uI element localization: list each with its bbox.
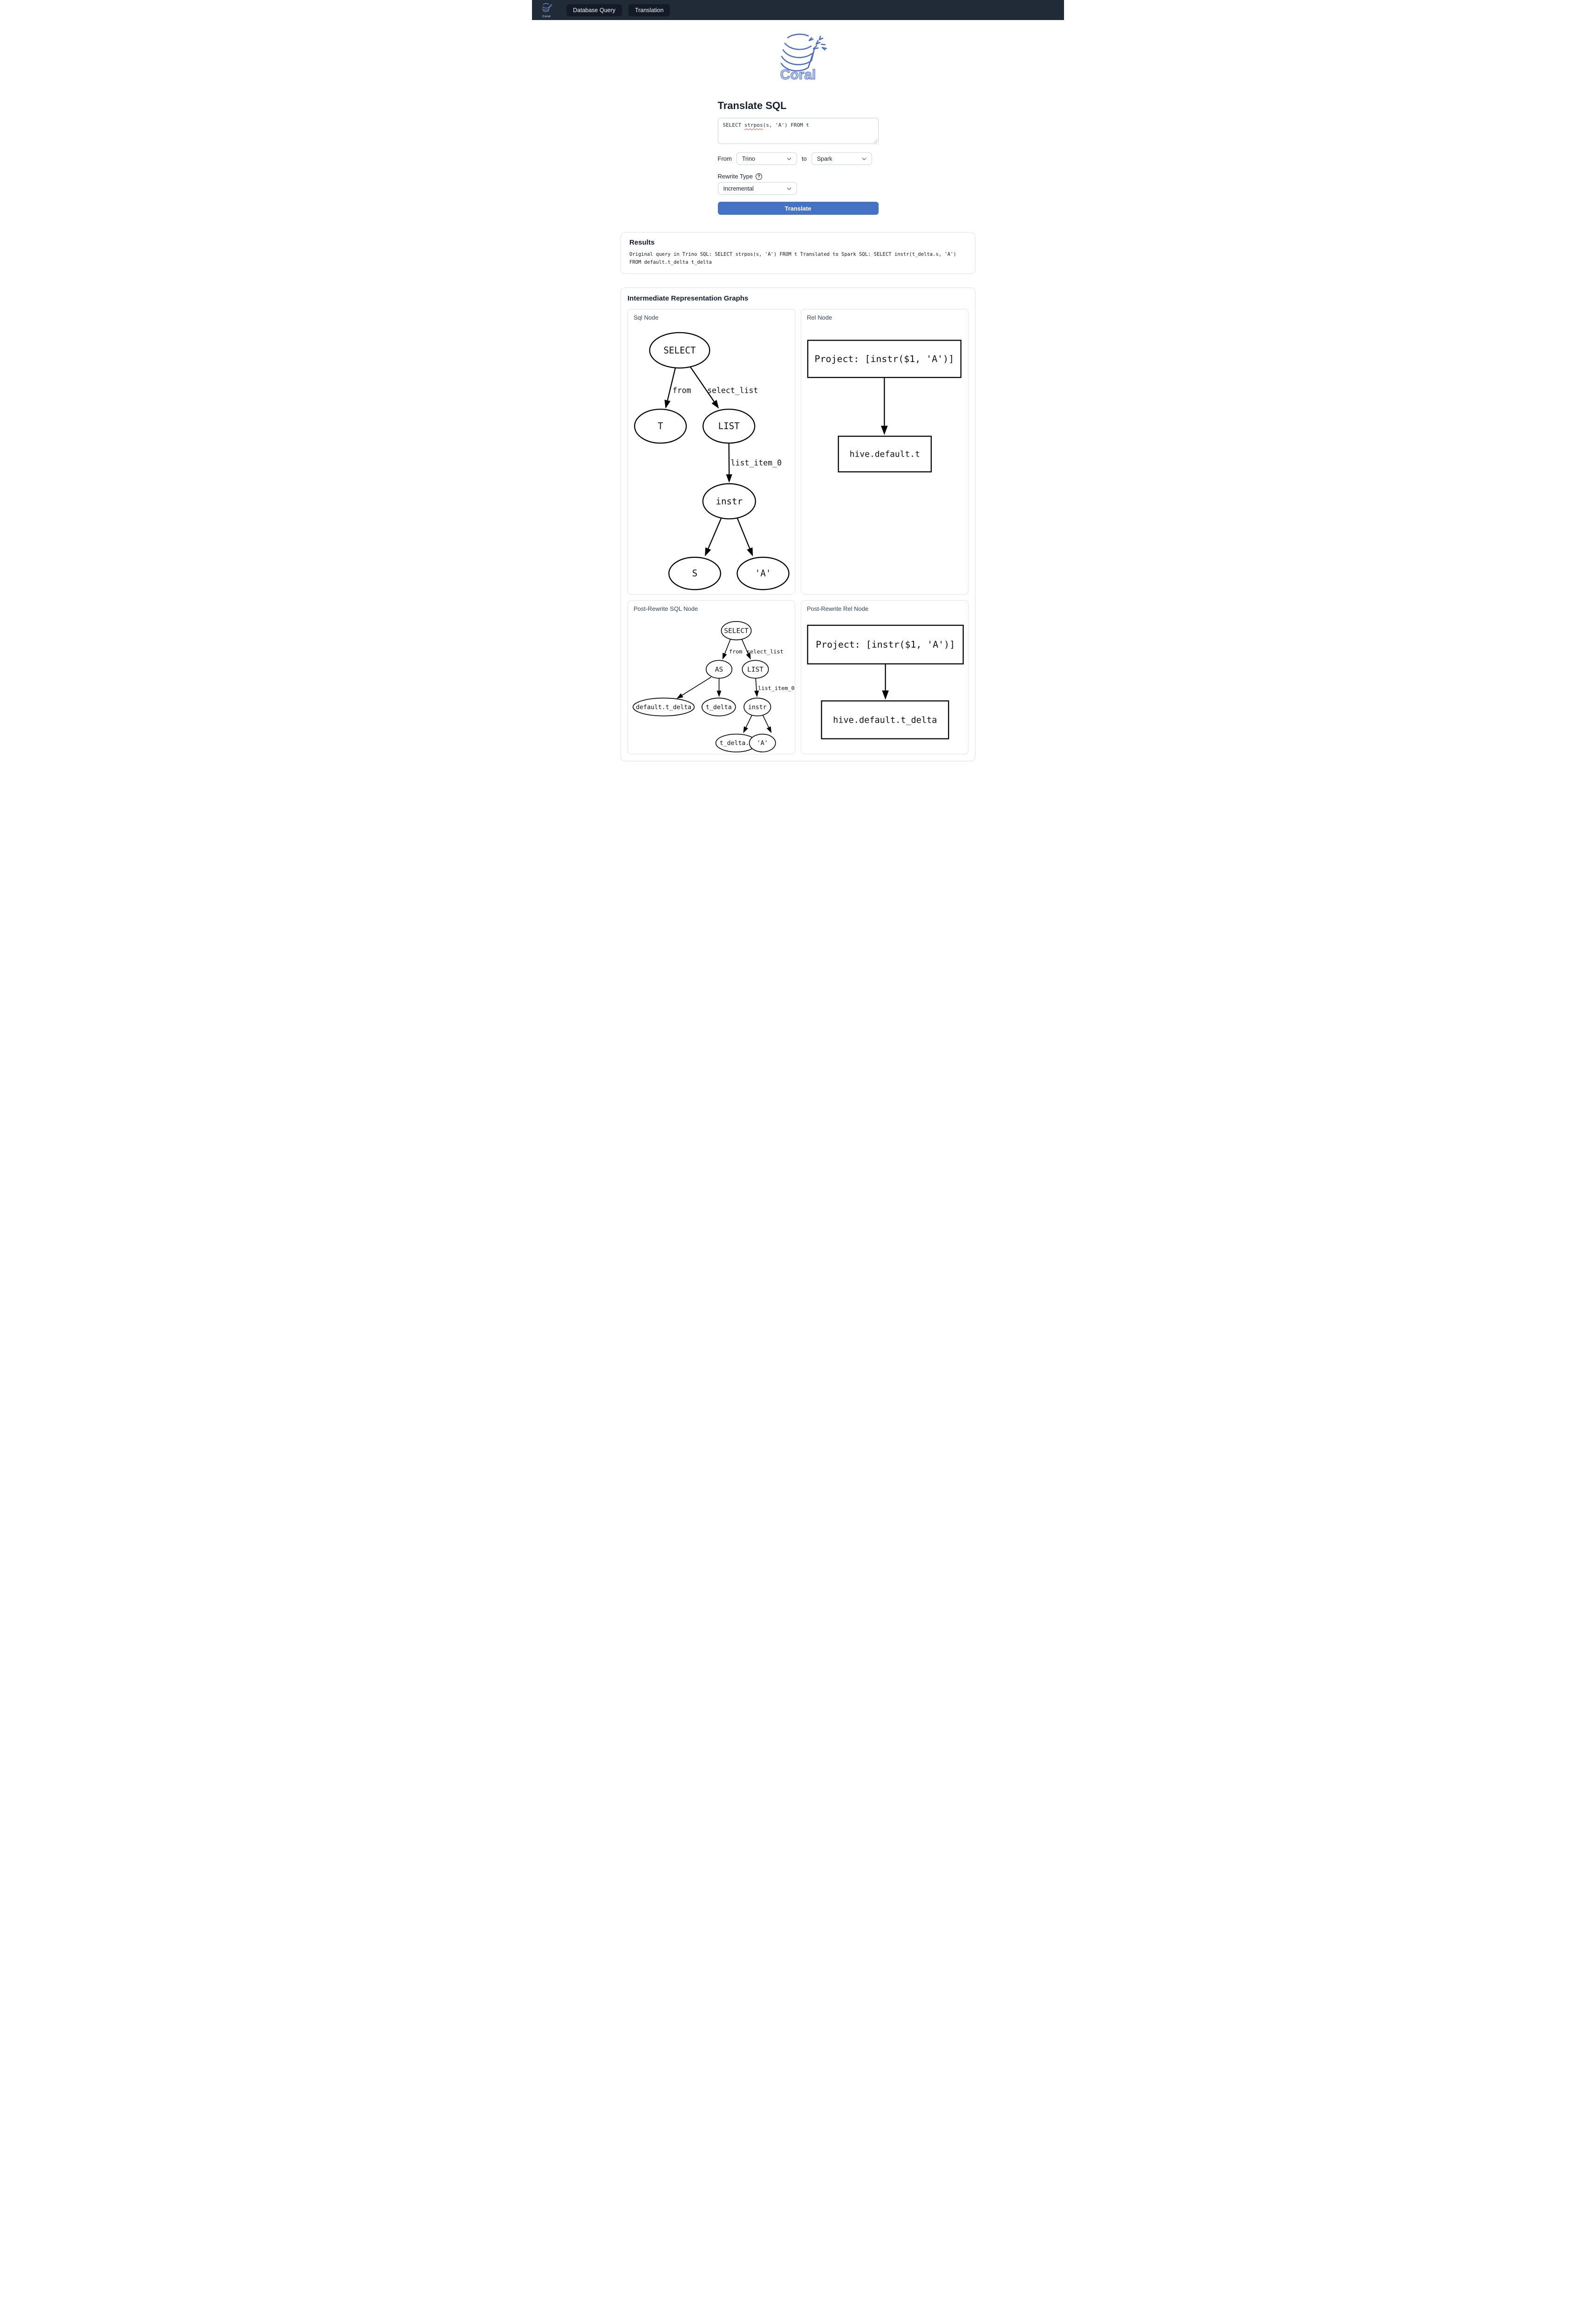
rewrite-type-row: Rewrite Type ? bbox=[718, 173, 879, 180]
svg-text:list_item_0: list_item_0 bbox=[758, 685, 795, 691]
svg-text:SELECT: SELECT bbox=[724, 627, 749, 635]
to-label: to bbox=[801, 155, 807, 162]
rel-node-graph: Project: [instr($1, 'A')] hive.default.t bbox=[801, 309, 968, 594]
nav-database-query-button[interactable]: Database Query bbox=[566, 4, 622, 16]
translate-button[interactable]: Translate bbox=[717, 202, 879, 215]
coral-logo: Coral bbox=[769, 27, 827, 85]
svg-text:from: from bbox=[729, 648, 743, 655]
navbar-brand-label: Coral bbox=[542, 14, 551, 18]
from-select-value: Trino bbox=[742, 155, 755, 162]
svg-text:instr: instr bbox=[748, 704, 767, 711]
page-title: Translate SQL bbox=[717, 100, 787, 111]
svg-text:list_item_0: list_item_0 bbox=[731, 458, 782, 467]
svg-text:Project: [instr($1, 'A')]: Project: [instr($1, 'A')] bbox=[816, 639, 955, 650]
results-text: Original query in Trino SQL: SELECT strp… bbox=[629, 252, 956, 266]
rel-node-panel: Rel Node Project: [instr($1, 'A')] hive.d… bbox=[801, 308, 969, 595]
ir-graphs-title: Intermediate Representation Graphs bbox=[627, 294, 749, 302]
post-rewrite-sql-node-panel-title: Post-Rewrite SQL Node bbox=[634, 605, 698, 612]
sql-node-panel: Sql Node from select_list list_item_0 SELEC… bbox=[627, 308, 795, 595]
to-select[interactable]: Spark bbox=[811, 152, 872, 165]
svg-text:SELECT: SELECT bbox=[663, 345, 696, 356]
navbar: Coral Database Query Translation bbox=[532, 0, 1064, 20]
help-icon[interactable]: ? bbox=[756, 173, 763, 180]
rel-node-panel-title: Rel Node bbox=[807, 314, 832, 321]
coral-swirl-icon bbox=[540, 2, 552, 16]
rewrite-type-select[interactable]: Incremental bbox=[717, 182, 797, 195]
sql-text-prefix: SELECT bbox=[723, 122, 744, 128]
chevron-down-icon bbox=[787, 157, 791, 160]
nav-translation-button[interactable]: Translation bbox=[628, 4, 670, 16]
to-select-value: Spark bbox=[817, 155, 832, 162]
results-card: Results Original query in Trino SQL: SEL… bbox=[621, 232, 975, 274]
logo-container: Coral bbox=[532, 27, 1064, 85]
from-label: From bbox=[717, 155, 732, 162]
post-rewrite-rel-node-graph: Project: [instr($1, 'A')] hive.default.t_… bbox=[801, 601, 968, 754]
svg-text:LIST: LIST bbox=[718, 421, 740, 431]
post-rewrite-rel-node-panel-title: Post-Rewrite Rel Node bbox=[807, 605, 869, 612]
svg-text:from: from bbox=[673, 386, 691, 395]
logo-wordmark: Coral bbox=[780, 67, 816, 82]
from-to-row: From Trino to Spark bbox=[718, 152, 879, 165]
chevron-down-icon bbox=[787, 187, 791, 190]
navbar-coral-logo: Coral bbox=[539, 2, 554, 18]
sql-node-panel-title: Sql Node bbox=[634, 314, 659, 321]
rewrite-type-value: Incremental bbox=[723, 185, 754, 192]
ir-graphs-card: Intermediate Representation Graphs Sql N… bbox=[621, 287, 975, 761]
svg-text:Project: [instr($1, 'A')]: Project: [instr($1, 'A')] bbox=[815, 354, 955, 364]
page: Coral Database Query Translation Coral bbox=[532, 0, 1064, 761]
svg-text:'A': 'A' bbox=[755, 568, 771, 579]
translate-form: Translate SQL SELECT strpos(s, 'A') FROM… bbox=[717, 100, 879, 215]
from-select[interactable]: Trino bbox=[736, 152, 797, 165]
svg-text:t_delta: t_delta bbox=[706, 704, 732, 711]
rewrite-type-label: Rewrite Type bbox=[717, 173, 753, 180]
post-rewrite-rel-node-panel: Post-Rewrite Rel Node Project: [instr($1… bbox=[801, 600, 969, 754]
svg-text:t_delta.s: t_delta.s bbox=[720, 740, 753, 747]
svg-text:S: S bbox=[692, 568, 698, 579]
post-rewrite-sql-node-graph: from select_list list_item_0 SELECT AS LIST de… bbox=[628, 601, 795, 754]
chevron-down-icon bbox=[862, 157, 866, 160]
sql-text-misspelled: strpos bbox=[744, 122, 763, 128]
svg-text:select_list: select_list bbox=[707, 386, 758, 395]
svg-text:instr: instr bbox=[716, 496, 743, 506]
svg-text:default.t_delta: default.t_delta bbox=[636, 704, 691, 711]
svg-text:T: T bbox=[658, 421, 663, 431]
svg-text:AS: AS bbox=[715, 666, 723, 673]
svg-text:'A': 'A' bbox=[757, 740, 768, 747]
sql-text-suffix: (s, 'A') FROM t bbox=[763, 122, 809, 128]
sql-input[interactable]: SELECT strpos(s, 'A') FROM t bbox=[717, 118, 879, 144]
svg-text:LIST: LIST bbox=[747, 666, 764, 673]
results-title: Results bbox=[629, 239, 655, 246]
svg-text:select_list: select_list bbox=[747, 648, 784, 655]
svg-text:hive.default.t_delta: hive.default.t_delta bbox=[833, 715, 937, 725]
svg-text:hive.default.t: hive.default.t bbox=[850, 449, 920, 459]
sql-node-graph: from select_list list_item_0 SELECT T LIST ins… bbox=[628, 309, 795, 594]
